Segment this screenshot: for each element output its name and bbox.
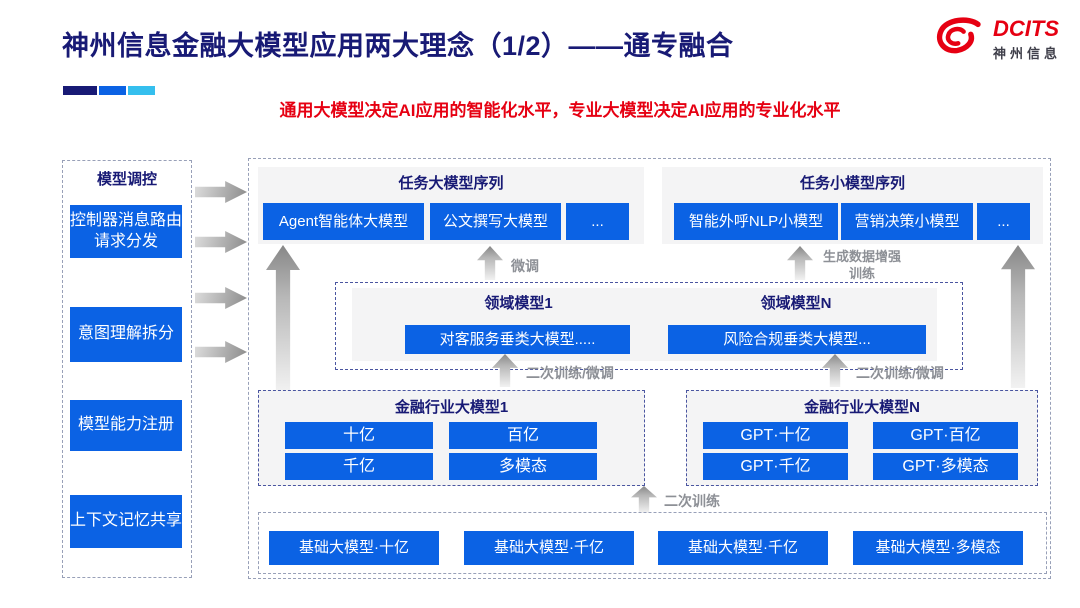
industry-model-n-box: 金融行业大模型N GPT·十亿 GPT·百亿 GPT·千亿 GPT·多模态 [686, 390, 1038, 486]
multimodal-model-button: 多模态 [449, 453, 597, 480]
customer-service-model-button: 对客服务垂类大模型..... [405, 325, 630, 354]
sidebar-item-intent: 意图理解拆分 [70, 307, 182, 362]
task-small-model-panel: 任务小模型序列 智能外呼NLP小模型 营销决策小模型 ... [662, 167, 1043, 244]
right-arrow-icon [195, 231, 247, 253]
retrain-label: 二次训练 [664, 493, 720, 509]
document-writing-model-button: 公文撰写大模型 [430, 203, 561, 240]
agent-large-model-button: Agent智能体大模型 [263, 203, 424, 240]
right-arrow-icon [195, 287, 247, 309]
foundation-billion-button: 基础大模型·十亿 [269, 531, 439, 565]
hundred-billion-model-button: 千亿 [285, 453, 433, 480]
sidebar-item-register: 模型能力注册 [70, 400, 182, 451]
retrain-finetune-right-label: 二次训练/微调 [856, 365, 944, 381]
ten-billion-model-button: 百亿 [449, 422, 597, 449]
domain-model-1-title: 领域模型1 [484, 295, 553, 312]
sidebar-title: 模型调控 [96, 171, 157, 188]
slide-subtitle: 通用大模型决定AI应用的智能化水平，专业大模型决定AI应用的专业化水平 [279, 101, 841, 120]
gpt-hundred-billion-button: GPT·千亿 [703, 453, 848, 480]
nlp-outbound-model-button: 智能外呼NLP小模型 [674, 203, 838, 240]
industry-model-1-title: 金融行业大模型1 [394, 399, 509, 416]
right-arrow-icon [195, 181, 247, 203]
dcits-swirl-icon [933, 16, 987, 63]
task-small-model-title: 任务小模型序列 [799, 175, 905, 192]
domain-model-1-panel: 领域模型1 对客服务垂类大模型..... [352, 288, 685, 361]
gpt-multimodal-button: GPT·多模态 [873, 453, 1018, 480]
logo-brand: DCITS [993, 15, 1059, 41]
augment-training-label: 生成数据增强训练 [822, 249, 901, 281]
foundation-model-box: 基础大模型·十亿 基础大模型·千亿 基础大模型·千亿 基础大模型·多模态 [258, 512, 1047, 574]
domain-model-n-title: 领域模型N [760, 295, 832, 312]
retrain-finetune-left-label: 二次训练/微调 [526, 365, 614, 381]
risk-compliance-model-button: 风险合规垂类大模型... [668, 325, 926, 354]
foundation-hundred-billion-button-2: 基础大模型·千亿 [658, 531, 828, 565]
industry-model-n-title: 金融行业大模型N [804, 399, 920, 416]
logo-brand-cn: 神州信息 [993, 45, 1062, 61]
marketing-decision-model-button: 营销决策小模型 [841, 203, 973, 240]
domain-model-container [335, 282, 963, 370]
task-large-model-panel: 任务大模型序列 Agent智能体大模型 公文撰写大模型 ... [258, 167, 644, 244]
title-accent-bar [63, 86, 155, 95]
gpt-ten-billion-button: GPT·百亿 [873, 422, 1018, 449]
right-arrow-icon [195, 341, 247, 363]
task-large-model-title: 任务大模型序列 [398, 175, 504, 192]
foundation-hundred-billion-button: 基础大模型·千亿 [464, 531, 634, 565]
more-large-models-button: ... [566, 203, 629, 240]
domain-model-n-panel: 领域模型N 风险合规垂类大模型... [655, 288, 937, 361]
foundation-multimodal-button: 基础大模型·多模态 [853, 531, 1023, 565]
sidebar-item-context: 上下文记忆共享 [70, 495, 182, 548]
main-architecture-container [248, 158, 1051, 579]
model-control-sidebar: 模型调控 控制器消息路由请求分发 意图理解拆分 模型能力注册 上下文记忆共享 [62, 160, 192, 578]
more-small-models-button: ... [977, 203, 1030, 240]
dcits-logo: DCITS 神州信息 [933, 16, 1061, 63]
page-title: 神州信息金融大模型应用两大理念（1/2）——通专融合 [62, 31, 734, 61]
billion-model-button: 十亿 [285, 422, 433, 449]
sidebar-item-router: 控制器消息路由请求分发 [70, 205, 182, 258]
finetune-label: 微调 [511, 258, 539, 274]
industry-model-1-box: 金融行业大模型1 十亿 百亿 千亿 多模态 [258, 390, 645, 486]
gpt-billion-button: GPT·十亿 [703, 422, 848, 449]
